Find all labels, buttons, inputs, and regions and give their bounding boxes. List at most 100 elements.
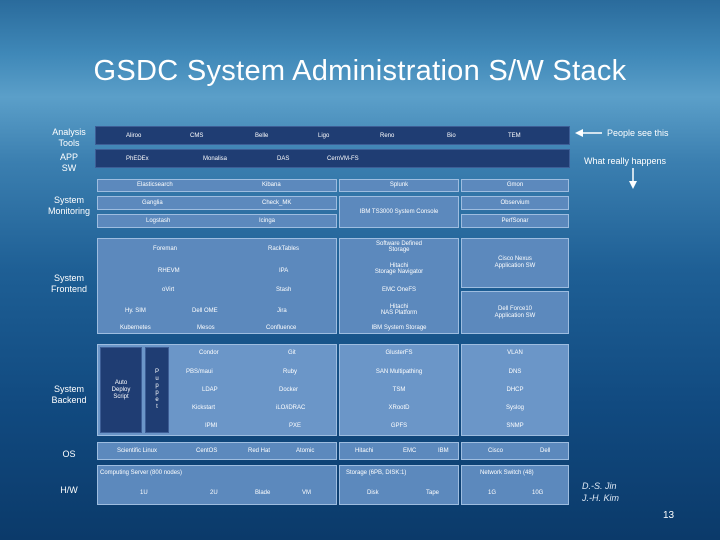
be-xrootd: XRootD [388, 405, 410, 411]
fe-foreman: Foreman [153, 246, 178, 252]
fe-rhevm: RHEVM [158, 268, 180, 274]
hw-blade: Blade [255, 490, 271, 496]
author-2: J.-H. Kim [582, 493, 619, 503]
analysis-tem: TEM [508, 133, 521, 139]
fe-hysim: Hy. SIM [125, 308, 146, 314]
analysis-bio: Bio [447, 133, 456, 139]
hw-storage-label: Storage (6PB, DISK:1) [346, 470, 407, 476]
row-label-app: APP SW [59, 152, 78, 173]
row-label-backend: System Backend [51, 384, 87, 405]
row-label-os: OS [62, 449, 76, 459]
hw-vm: VM [302, 490, 311, 496]
be-tsm: TSM [392, 387, 406, 393]
hw-2u: 2U [210, 490, 218, 496]
row-label-monitoring: System Monitoring [47, 195, 91, 216]
analysis-reno: Reno [380, 133, 395, 139]
analysis-belle: Belle [255, 133, 269, 139]
fe-hitachi-nav: Hitachi Storage Navigator [374, 263, 424, 275]
row-label-analysis: Analysis Tools [52, 127, 86, 148]
mon-ibm-ts3000: IBM TS3000 System Console [339, 196, 459, 228]
os-centos: CentOS [196, 448, 218, 454]
hw-network-label: Network Switch (48) [480, 470, 534, 476]
mon-kibana: Kibana [262, 182, 281, 188]
be-puppet: P u p p e t [145, 347, 169, 433]
fe-ibm-storage: IBM System Storage [371, 325, 427, 331]
arrow-people-head [575, 129, 583, 137]
hw-network-panel [461, 465, 569, 505]
hw-1g: 1G [488, 490, 497, 496]
hw-tape: Tape [426, 490, 440, 496]
frontend-storage-panel [339, 238, 459, 334]
be-san: SAN Multipathing [375, 369, 423, 375]
analysis-cms: CMS [190, 133, 204, 139]
mon-icinga: Icinga [259, 218, 276, 224]
fe-dell-ome: Dell OME [192, 308, 218, 314]
fe-stash: Stash [276, 287, 292, 293]
fe-ovirt: oVirt [162, 287, 175, 293]
hw-computing-label: Computing Server (800 nodes) [100, 470, 183, 476]
be-ruby: Ruby [283, 369, 298, 375]
fe-sds: Software Defined Storage [375, 241, 423, 253]
fe-cisco-nexus: Cisco Nexus Application SW [461, 238, 569, 288]
mon-perfsonar: PerfSonar [461, 214, 569, 228]
os-ibm: IBM [438, 448, 449, 454]
os-redhat: Red Hat [248, 448, 271, 454]
be-dhcp: DHCP [506, 387, 524, 393]
os-cisco: Cisco [488, 448, 504, 454]
fe-kubernetes: Kubernetes [120, 325, 151, 331]
analysis-ligo: Ligo [318, 133, 330, 139]
mon-ganglia-logstash [97, 196, 337, 210]
be-git: Git [288, 350, 296, 356]
hw-computing-panel [97, 465, 337, 505]
be-kickstart: Kickstart [192, 405, 216, 411]
be-condor: Condor [199, 350, 219, 356]
page-title: GSDC System Administration S/W Stack [93, 55, 627, 87]
be-snmp: SNMP [506, 423, 524, 429]
app-phedex: PhEDEx [126, 156, 149, 162]
be-syslog: Syslog [505, 405, 524, 411]
fe-mesos: Mesos [197, 325, 215, 331]
os-network-bar [461, 442, 569, 460]
os-storage-bar [339, 442, 459, 460]
os-atomic: Atomic [296, 448, 315, 454]
be-dns: DNS [508, 369, 522, 375]
app-monalisa: Monalisa [203, 156, 228, 162]
row-label-frontend: System Frontend [50, 273, 88, 294]
hw-10g: 10G [532, 490, 544, 496]
os-emc: EMC [403, 448, 417, 454]
analysis-aliroo: Aliroo [126, 133, 142, 139]
fe-dell-force10: Dell Force10 Application SW [461, 291, 569, 334]
os-hitachi: Hitachi [355, 448, 374, 454]
be-gpfs: GPFS [390, 423, 408, 429]
fe-confluence: Confluence [266, 325, 297, 331]
app-cernvm: CernVM-FS [327, 156, 359, 162]
hw-disk: Disk [367, 490, 379, 496]
be-glusterfs: GlusterFS [385, 350, 413, 356]
fe-emc-onefs: EMC OneFS [381, 287, 416, 293]
be-ldap: LDAP [202, 387, 218, 393]
mon-check-mk: Check_MK [262, 200, 292, 206]
fe-racktables: RackTables [268, 246, 300, 252]
hw-1u: 1U [140, 490, 148, 496]
mon-gmon: Gmon [461, 179, 569, 192]
note-people-see: People see this [607, 128, 669, 138]
mon-ganglia: Ganglia [142, 200, 163, 206]
os-scientific-linux: Scientific Linux [117, 448, 158, 454]
app-sw-bar [95, 149, 570, 168]
mon-logstash: Logstash [146, 218, 171, 224]
backend-storage-panel [339, 344, 459, 436]
mon-elasticsearch: Elasticsearch [137, 182, 173, 188]
be-ilo: iLO/iDRAC [276, 405, 306, 411]
analysis-tools-bar [95, 126, 570, 145]
row-label-hw: H/W [60, 485, 78, 495]
page-number: 13 [663, 510, 675, 521]
note-what-happens: What really happens [584, 156, 667, 166]
author-1: D.-S. Jin [582, 481, 617, 491]
app-das: DAS [277, 156, 290, 162]
backend-network-panel [461, 344, 569, 436]
fe-jira: Jira [277, 308, 287, 314]
be-vlan: VLAN [507, 350, 523, 356]
frontend-panel [97, 238, 337, 334]
arrow-happens-head [629, 181, 637, 189]
